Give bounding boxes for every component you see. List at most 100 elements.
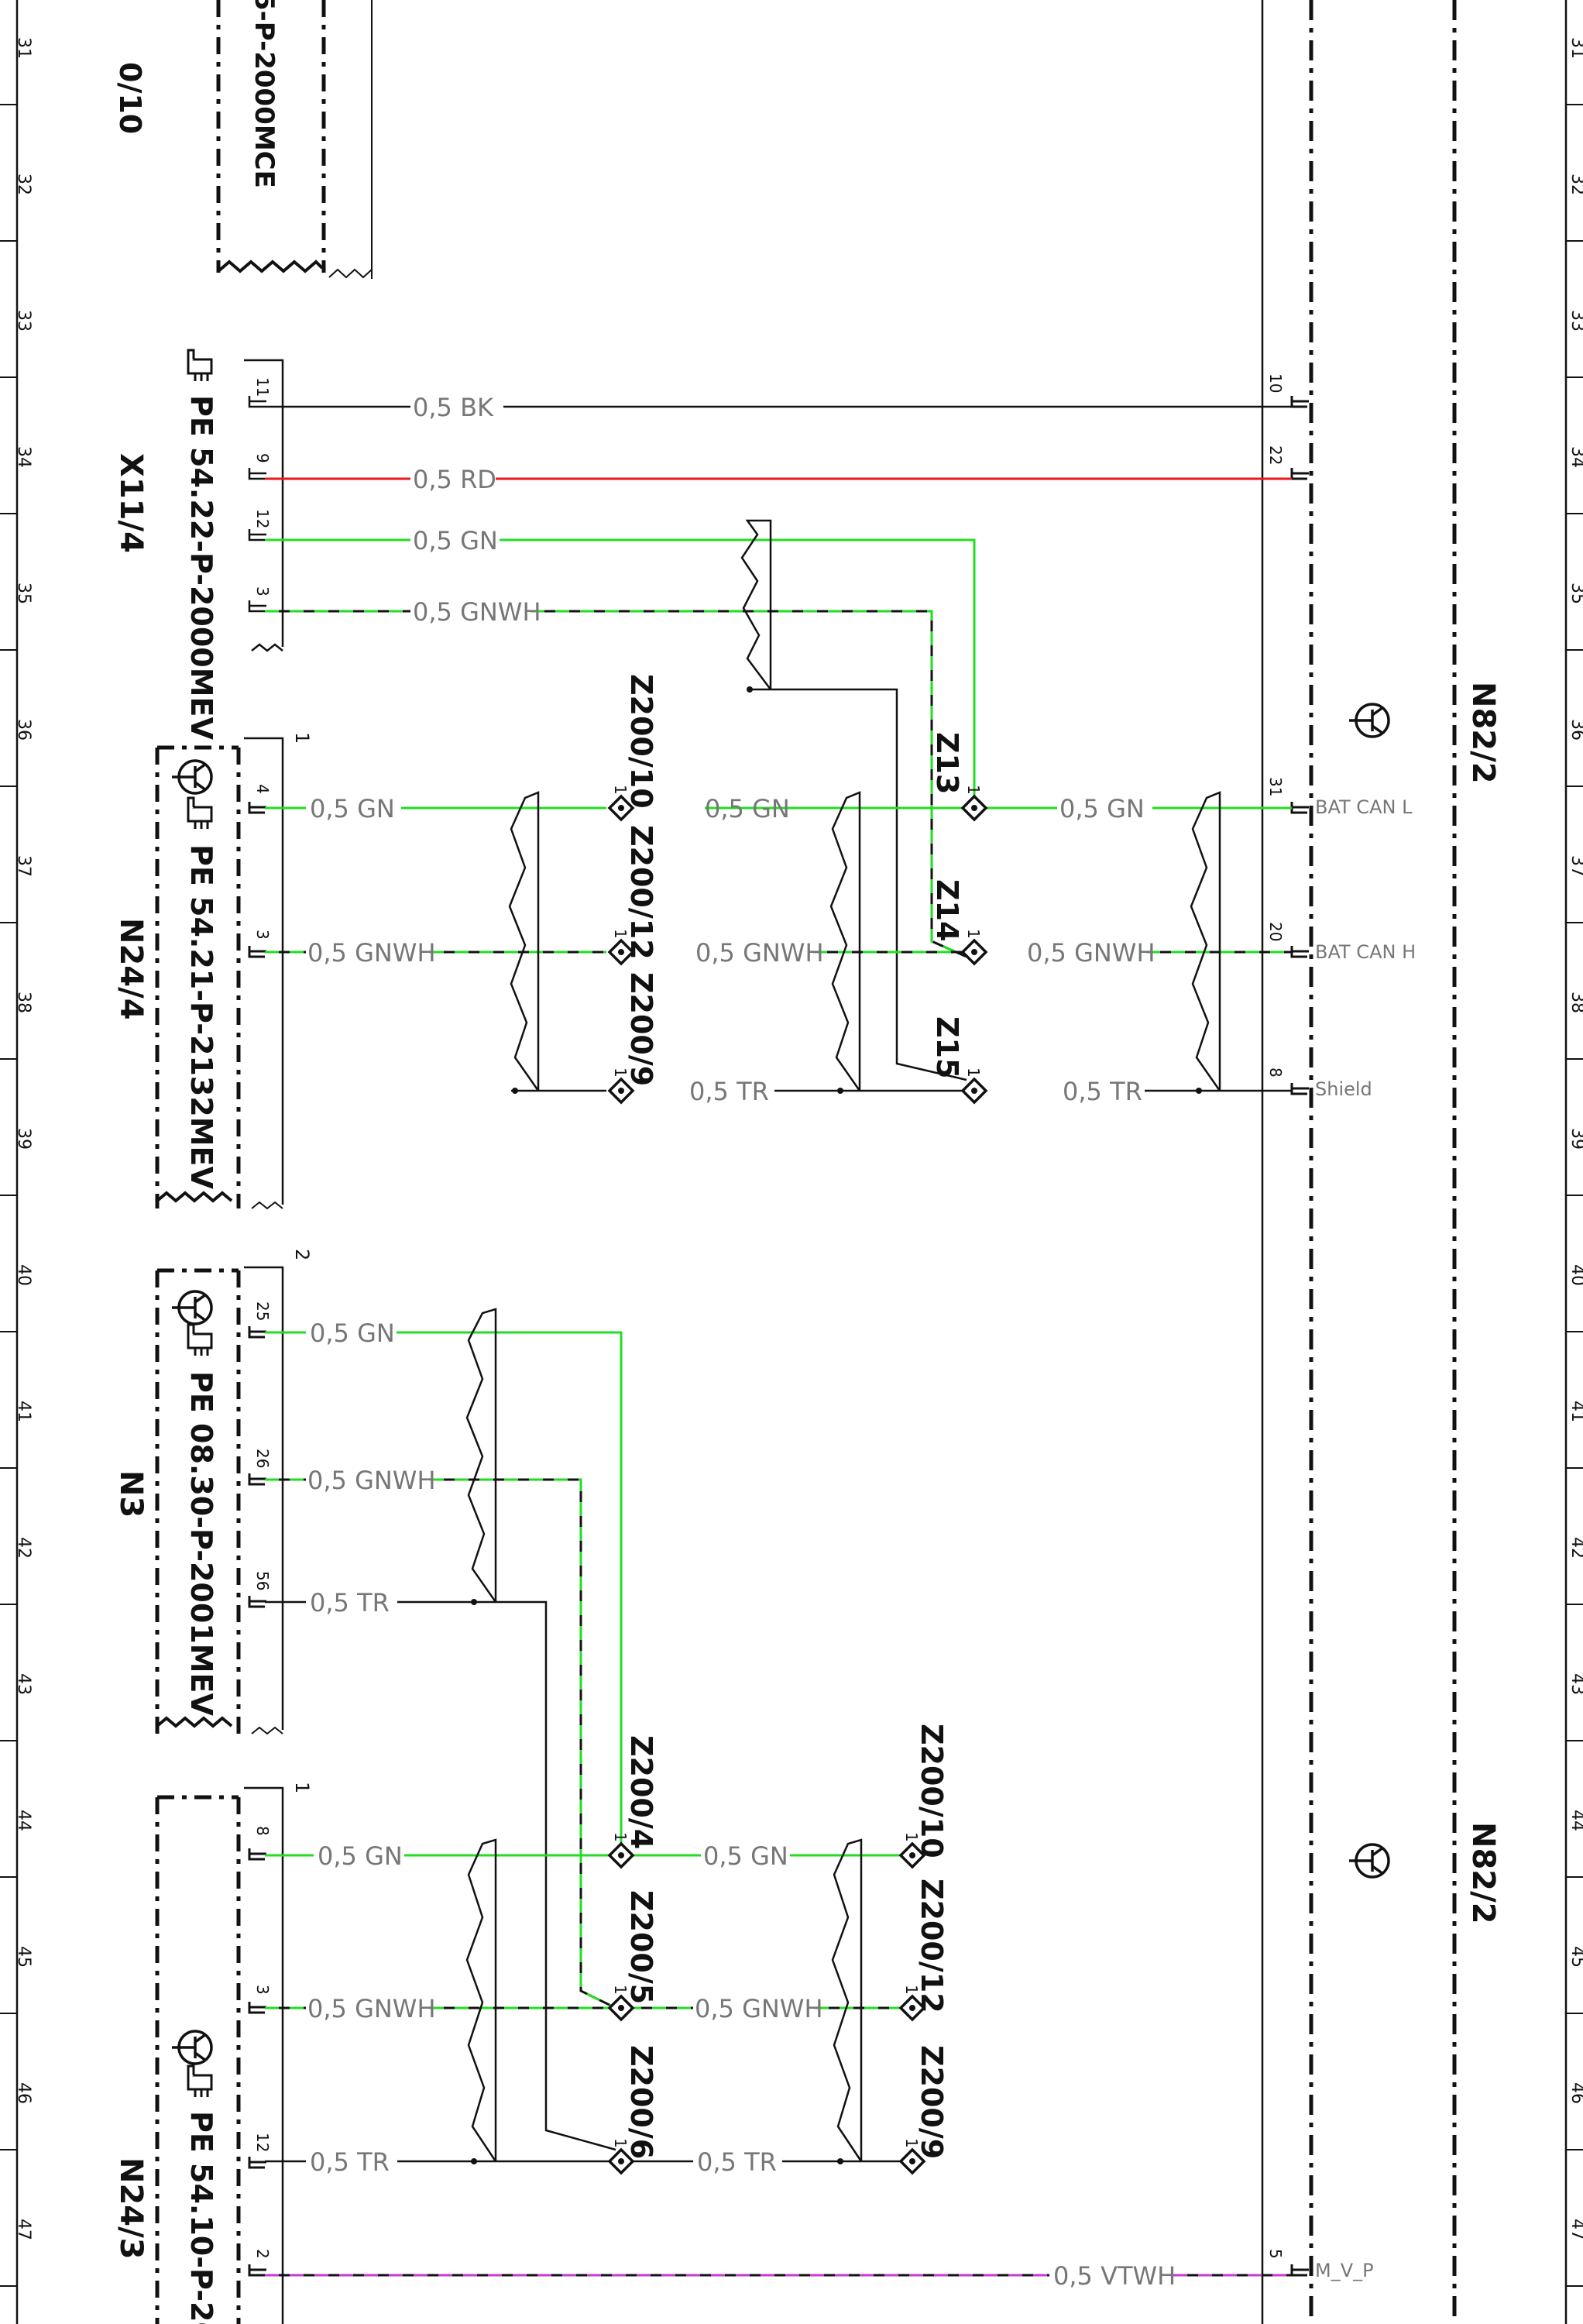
n3-label: N3 — [113, 1470, 149, 1518]
connector-z200-9-bottom: Z200/9 — [915, 2045, 949, 2159]
wire-label-tr-n24-3-b: 0,5 TR — [697, 2147, 777, 2177]
ruler-number: 38 — [1568, 992, 1583, 1013]
n3-sheet: 2 — [291, 1249, 313, 1260]
n24-3-sheet: 1 — [291, 1782, 313, 1793]
ruler-number: 34 — [1568, 446, 1583, 468]
twist-markers-n24-4 — [508, 791, 1221, 1092]
wire-label-gnwh-n3: 0,5 GNWH — [307, 1466, 436, 1495]
ruler-number: 32 — [1568, 174, 1583, 195]
connector-node-dot — [618, 2005, 624, 2011]
wire-label-gn-n24-3-b: 0,5 GN — [703, 1841, 788, 1871]
ruler-number: 34 — [14, 446, 33, 468]
signal-m-v-p: M_V_P — [1315, 2260, 1374, 2281]
ruler-number: 32 — [14, 174, 33, 195]
wire-label-vtwh: 0,5 VTWH — [1053, 2261, 1176, 2291]
wire-tr-x11 — [750, 688, 967, 1081]
wire-gn-n3 — [265, 1331, 623, 1855]
connector-node-dot — [909, 1852, 915, 1858]
wire-tr-n3 — [265, 1600, 616, 2151]
wire-label-gn-n24-4-c: 0,5 GN — [1059, 794, 1145, 823]
top-doc-box — [216, 0, 373, 279]
x11-4-pin-9: 9 — [253, 453, 272, 463]
n82-2-label-bottom: N82/2 — [1465, 1822, 1501, 1924]
wire-label-gnwh-x11: 0,5 GNWH — [413, 597, 541, 627]
n24-3-box — [155, 1786, 284, 2324]
twist-markers-n24-3 — [465, 1838, 863, 2162]
connector-z200-12-bottom: Z200/12 — [915, 1879, 949, 2013]
connector-node-dot — [971, 1088, 977, 1094]
connector-z200-4: Z200/4 — [624, 1735, 658, 1849]
n24-4-sheet: 1 — [291, 732, 313, 744]
n3-pins — [248, 1326, 266, 1608]
ruler-number: 44 — [14, 1810, 33, 1831]
pointing-hand-icon — [187, 2064, 213, 2097]
n24-4-pins — [248, 802, 266, 958]
connector-pin-label: 1 — [964, 929, 983, 939]
signal-bat-can-l: BAT CAN L — [1315, 796, 1413, 818]
ruler-number: 47 — [14, 2219, 33, 2240]
ruler-ticks — [0, 104, 1583, 2287]
wire-label-gn-n3: 0,5 GN — [310, 1318, 395, 1348]
connector-node-dot — [618, 2158, 624, 2164]
connector-node-dot — [618, 1088, 624, 1094]
connector-z200-6: Z200/6 — [624, 2045, 658, 2159]
connector-pin-label: 1 — [964, 785, 983, 795]
n82-2-label-top: N82/2 — [1465, 682, 1501, 784]
n82-2-pins — [1290, 396, 1309, 2277]
ruler-number: 35 — [1568, 583, 1583, 604]
wire-label-bk: 0,5 BK — [413, 393, 494, 422]
ruler-number: 31 — [1568, 37, 1583, 59]
x11-4-doc-ref: PE 54.22-P-2000MEV — [184, 395, 218, 740]
n24-3-doc-ref: PE 54.10-P-2C — [184, 2111, 218, 2324]
connector-z15: Z15 — [930, 1016, 964, 1078]
ruler-number: 44 — [1568, 1810, 1583, 1831]
transistor-icon — [172, 1290, 213, 1325]
x11-4-label: X11/4 — [113, 453, 149, 553]
ruler-number: 45 — [1568, 1946, 1583, 1968]
n3-pin-25: 25 — [253, 1301, 272, 1321]
wire-label-gnwh-n24-4-c: 0,5 GNWH — [1027, 938, 1155, 968]
wire-label-gnwh-n24-3-b: 0,5 GNWH — [695, 1994, 823, 2023]
n82-2-symbol-bottom — [1349, 1843, 1390, 1879]
ruler-number: 39 — [1568, 1128, 1583, 1150]
wire-label-tr-n24-3-a: 0,5 TR — [310, 2147, 390, 2177]
twist-marker-n3 — [465, 1308, 497, 1603]
connector-pin-label: 1 — [611, 929, 630, 939]
connector-pin-label: 1 — [902, 2138, 921, 2148]
wire-label-tr-n3: 0,5 TR — [310, 1588, 390, 1618]
connector-z200-10-top: Z200/10 — [624, 674, 658, 809]
x11-4-pin-3: 3 — [253, 586, 272, 596]
connector-pin-label: 1 — [902, 1985, 921, 1995]
wire-label-gn-n24-3-a: 0,5 GN — [318, 1841, 403, 1871]
connector-z200-9-top: Z200/9 — [624, 972, 658, 1086]
connector-node-dot — [909, 2158, 915, 2164]
wire-label-rd: 0,5 RD — [413, 465, 496, 494]
n24-4-label: N24/4 — [113, 918, 149, 1020]
ruler-number: 42 — [14, 1537, 33, 1559]
connector-z13: Z13 — [930, 732, 964, 794]
twist-marker — [740, 519, 772, 690]
n24-3-pin-12: 12 — [253, 2133, 272, 2152]
n24-3-label: N24/3 — [113, 2157, 149, 2260]
ruler-number: 36 — [14, 719, 33, 741]
wire-gn-x11 — [265, 538, 976, 808]
transistor-icon — [172, 2030, 213, 2065]
wire-label-gnwh-n24-3-a: 0,5 GNWH — [307, 1994, 436, 2023]
n24-3-pins — [248, 1848, 266, 2277]
n24-3-pin-2: 2 — [253, 2249, 272, 2259]
top-left-ref: 0/10 — [113, 62, 147, 134]
n3-doc-ref: PE 08.30-P-2001MEV — [184, 1371, 218, 1716]
ruler-number: 46 — [1568, 2082, 1583, 2104]
transistor-icon — [172, 759, 213, 795]
ruler-number: 39 — [14, 1128, 33, 1150]
wire-label-tr-n24-4-a: 0,5 TR — [689, 1077, 769, 1106]
connector-pin-label: 1 — [611, 1067, 630, 1078]
wire-label-gn-n24-4-a: 0,5 GN — [310, 794, 395, 823]
signal-bat-can-h: BAT CAN H — [1315, 941, 1416, 963]
connector-pin-label: 1 — [611, 1832, 630, 1842]
n3-box — [155, 1266, 284, 1735]
signal-shield: Shield — [1315, 1078, 1372, 1100]
connector-node-dot — [971, 949, 977, 955]
